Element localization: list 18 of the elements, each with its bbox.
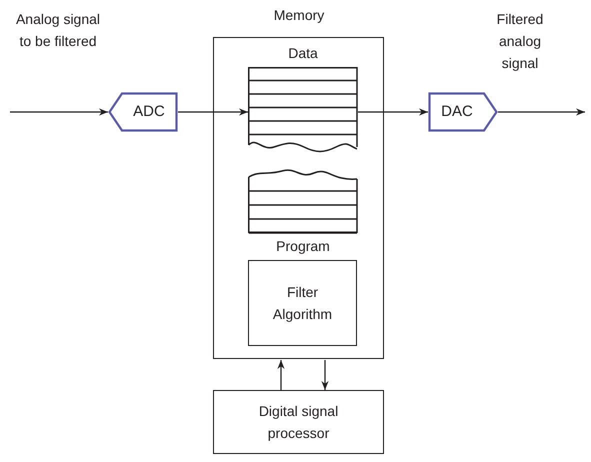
heading-text: Memory bbox=[272, 7, 326, 23]
converter-pentagon bbox=[428, 92, 498, 132]
processor-box bbox=[213, 390, 384, 454]
arrow bbox=[358, 108, 428, 116]
signal-label: Filtered analog signal bbox=[496, 10, 544, 73]
arrow bbox=[10, 108, 108, 116]
signal-label: Analog signal to be filtered bbox=[14, 10, 102, 51]
converter-text: DAC bbox=[440, 103, 474, 120]
algorithm-text: Filter Algorithm bbox=[272, 283, 334, 324]
arrow bbox=[277, 360, 285, 390]
heading-text: Program bbox=[275, 238, 331, 254]
arrow bbox=[498, 108, 585, 116]
arrow bbox=[321, 360, 329, 390]
converter-text: ADC bbox=[132, 103, 166, 120]
arrow bbox=[178, 108, 248, 116]
heading-text: Data bbox=[287, 45, 319, 61]
processor-text: Digital signal processor bbox=[258, 402, 340, 443]
converter-pentagon bbox=[108, 92, 178, 132]
